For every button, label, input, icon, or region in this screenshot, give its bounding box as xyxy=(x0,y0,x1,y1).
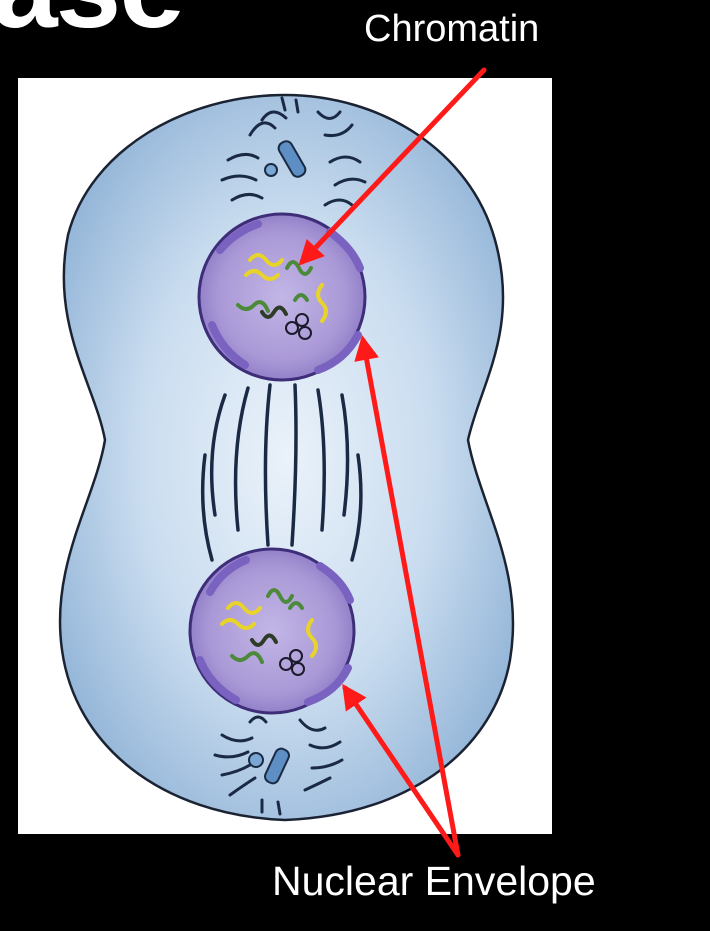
chromatin-label: Chromatin xyxy=(364,8,539,51)
nuclear-envelope-label: Nuclear Envelope xyxy=(272,858,596,905)
bottom-nucleus xyxy=(190,549,354,713)
top-nucleus xyxy=(199,214,365,380)
